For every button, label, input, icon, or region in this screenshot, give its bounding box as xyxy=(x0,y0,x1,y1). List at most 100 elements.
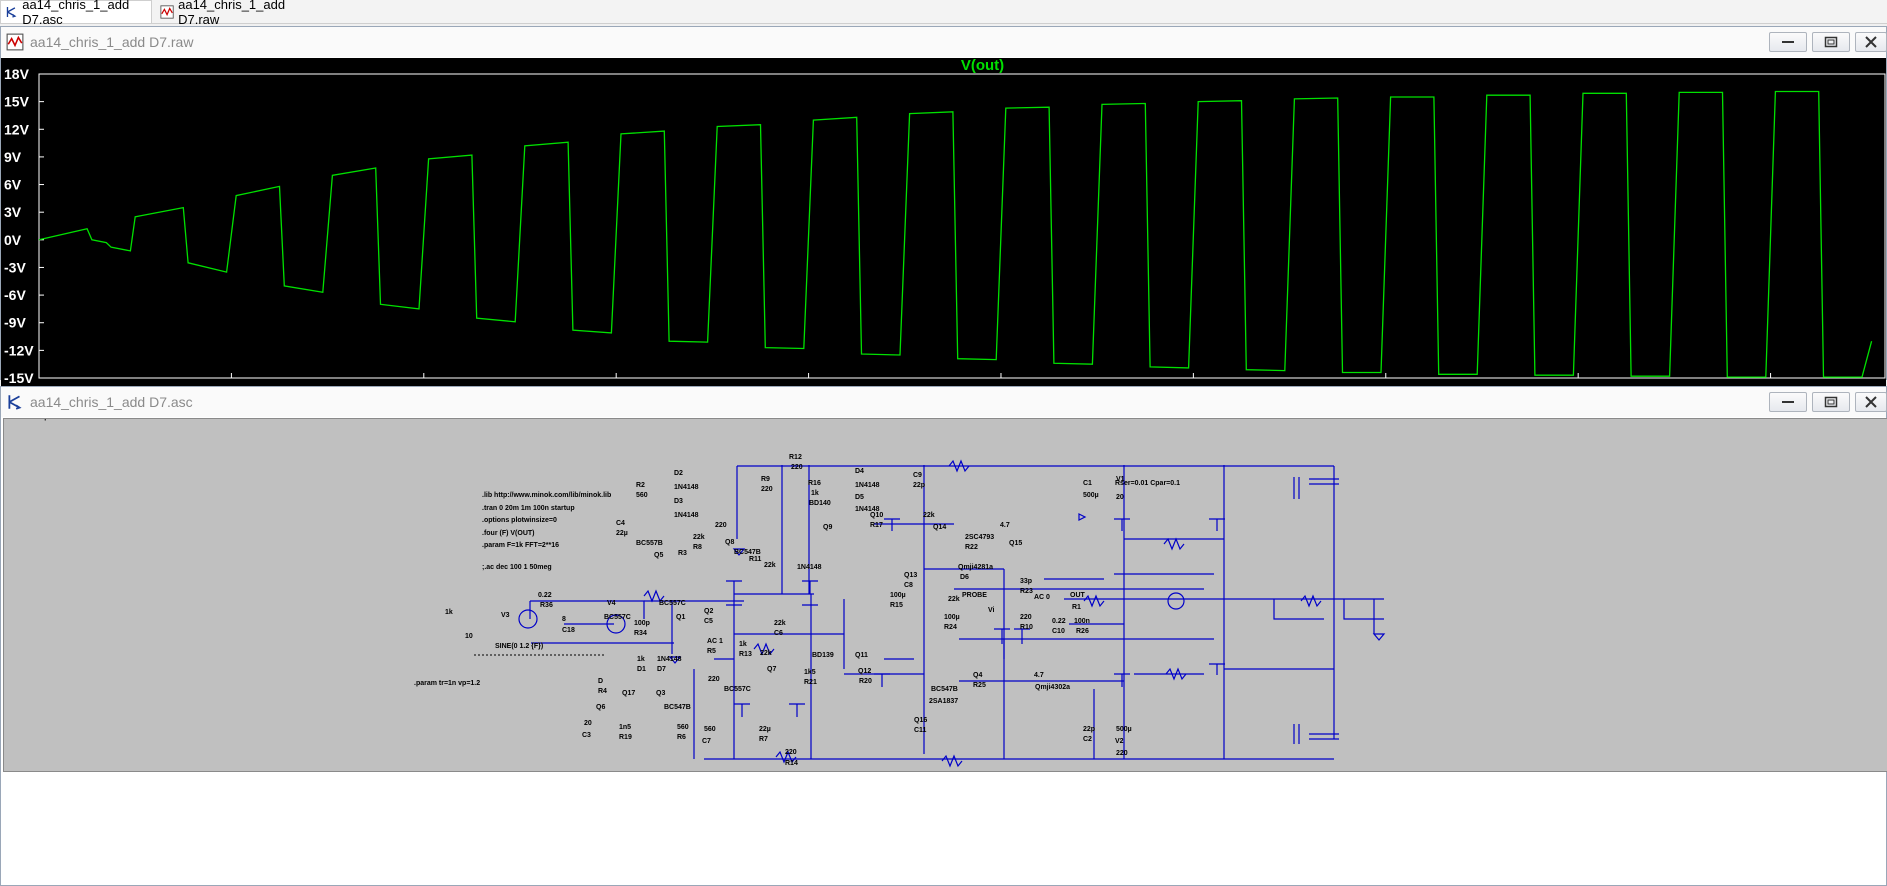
component-label[interactable]: R10 xyxy=(1020,624,1033,631)
component-label[interactable]: 100n xyxy=(1074,618,1090,625)
component-label[interactable]: BD140 xyxy=(809,500,831,507)
component-label[interactable]: 500µ xyxy=(1083,492,1099,499)
component-label[interactable]: 33p xyxy=(1020,578,1032,585)
component-label[interactable]: 22p xyxy=(1083,726,1095,733)
component-label[interactable]: Qmji4302a xyxy=(1035,684,1070,691)
component-label[interactable]: R20 xyxy=(859,678,872,685)
component-label[interactable]: BC557C xyxy=(659,600,686,607)
component-label[interactable]: 1N4148 xyxy=(855,482,880,489)
minimize-button[interactable] xyxy=(1769,392,1807,412)
component-label[interactable]: 4.7 xyxy=(1000,522,1010,529)
component-label[interactable]: V3 xyxy=(501,612,510,619)
component-label[interactable]: 20 xyxy=(584,720,592,727)
component-label[interactable]: 1n5 xyxy=(619,724,631,731)
schematic-canvas[interactable]: .lib http://www.minok.com/lib/minok.lib.… xyxy=(3,414,1887,772)
component-label[interactable]: R36 xyxy=(540,602,553,609)
component-label[interactable]: R8 xyxy=(693,544,702,551)
component-label[interactable]: C18 xyxy=(562,627,575,634)
component-label[interactable]: Q7 xyxy=(767,666,776,673)
component-label[interactable]: R15 xyxy=(890,602,903,609)
component-label[interactable]: R16 xyxy=(808,480,821,487)
spice-directive[interactable]: ;.ac dec 100 1 50meg xyxy=(482,564,552,571)
component-label[interactable]: 22p xyxy=(913,482,925,489)
component-label[interactable]: 1k xyxy=(637,656,645,663)
component-label[interactable]: D7 xyxy=(657,666,666,673)
component-label[interactable]: BC547B xyxy=(734,549,761,556)
component-label[interactable]: D3 xyxy=(674,498,683,505)
component-label[interactable]: 1N4148 xyxy=(855,506,880,513)
component-label[interactable]: SINE(0 1.2 {F}) xyxy=(495,643,543,650)
component-label[interactable]: 560 xyxy=(677,724,689,731)
component-label[interactable]: 20 xyxy=(1116,494,1124,501)
component-label[interactable]: 22k xyxy=(693,534,705,541)
schematic-window-titlebar[interactable]: aa14_chris_1_add D7.asc xyxy=(1,387,1887,417)
component-label[interactable]: 1N4148 xyxy=(657,656,682,663)
component-label[interactable]: Q13 xyxy=(904,572,917,579)
component-label[interactable]: R23 xyxy=(1020,588,1033,595)
component-label[interactable]: 1k xyxy=(445,609,453,616)
component-label[interactable]: 0.22 xyxy=(538,592,552,599)
component-label[interactable]: C10 xyxy=(1052,628,1065,635)
component-label[interactable]: R11 xyxy=(749,556,762,563)
component-label[interactable]: Q14 xyxy=(933,524,946,531)
component-label[interactable]: D4 xyxy=(855,468,864,475)
component-label[interactable]: Rser=0.01 Cpar=0.1 xyxy=(4,414,69,421)
component-label[interactable]: 560 xyxy=(704,726,716,733)
component-label[interactable]: R6 xyxy=(677,734,686,741)
component-label[interactable]: 1k xyxy=(739,641,747,648)
component-label[interactable]: D xyxy=(598,678,603,685)
waveform-window-titlebar[interactable]: aa14_chris_1_add D7.raw xyxy=(1,27,1887,57)
component-label[interactable]: R9 xyxy=(761,476,770,483)
component-label[interactable]: 22k xyxy=(760,650,772,657)
component-label[interactable]: AC 0 xyxy=(1034,594,1050,601)
component-label[interactable]: Q8 xyxy=(725,539,734,546)
component-label[interactable]: C6 xyxy=(774,630,783,637)
component-label[interactable]: R1 xyxy=(1072,604,1081,611)
component-label[interactable]: C2 xyxy=(1083,736,1092,743)
component-label[interactable]: R2 xyxy=(636,482,645,489)
component-label[interactable]: D2 xyxy=(674,470,683,477)
tab-schematic[interactable]: aa14_chris_1_add D7.asc xyxy=(0,0,152,27)
component-label[interactable]: PROBE xyxy=(962,592,987,599)
component-label[interactable]: R7 xyxy=(759,736,768,743)
component-label[interactable]: OUT xyxy=(1070,592,1086,599)
component-label[interactable]: Rser=0.01 Cpar=0.1 xyxy=(1115,480,1180,487)
spice-directive[interactable]: .lib http://www.minok.com/lib/minok.lib xyxy=(482,492,611,499)
component-label[interactable]: 100µ xyxy=(944,614,960,621)
component-label[interactable]: D5 xyxy=(855,494,864,501)
spice-directive[interactable]: .four (F) V(OUT) xyxy=(482,530,535,537)
component-label[interactable]: 500µ xyxy=(1116,726,1132,733)
component-label[interactable]: 1N4148 xyxy=(797,564,822,571)
component-label[interactable]: R3 xyxy=(678,550,687,557)
component-label[interactable]: BC557C xyxy=(724,686,751,693)
component-label[interactable]: 22µ xyxy=(759,726,771,733)
tab-waveform[interactable]: aa14_chris_1_add D7.raw xyxy=(156,0,316,27)
vout-chart[interactable]: V(out)18V15V12V9V6V3V0V-3V-6V-9V-12V-15V… xyxy=(1,57,1886,404)
close-button[interactable] xyxy=(1855,392,1887,412)
component-label[interactable]: 100p xyxy=(634,620,650,627)
component-label[interactable]: 220 xyxy=(761,486,773,493)
component-label[interactable]: Q4 xyxy=(973,672,982,679)
close-button[interactable] xyxy=(1855,32,1887,52)
component-label[interactable]: BC547B xyxy=(664,704,691,711)
component-label[interactable]: 1k5 xyxy=(804,669,816,676)
component-label[interactable]: V4 xyxy=(607,600,616,607)
component-label[interactable]: Q3 xyxy=(656,690,665,697)
component-label[interactable]: C1 xyxy=(1083,480,1092,487)
component-label[interactable]: AC 1 xyxy=(707,638,723,645)
component-label[interactable]: R24 xyxy=(944,624,957,631)
component-label[interactable]: 220 xyxy=(791,464,803,471)
component-label[interactable]: 8 xyxy=(562,616,566,623)
component-label[interactable]: 2SA1837 xyxy=(929,698,958,705)
component-label[interactable]: R34 xyxy=(634,630,647,637)
component-label[interactable]: Q15 xyxy=(1009,540,1022,547)
component-label[interactable]: 22k xyxy=(948,596,960,603)
component-label[interactable]: Q10 xyxy=(870,512,883,519)
component-label[interactable]: V1 xyxy=(1116,476,1125,483)
maximize-button[interactable] xyxy=(1812,392,1850,412)
component-label[interactable]: Q11 xyxy=(855,652,868,659)
component-label[interactable]: Qmji4281a xyxy=(958,564,993,571)
component-label[interactable]: 2SC4793 xyxy=(965,534,994,541)
circuit-schematic[interactable]: .lib http://www.minok.com/lib/minok.lib.… xyxy=(4,414,1887,771)
